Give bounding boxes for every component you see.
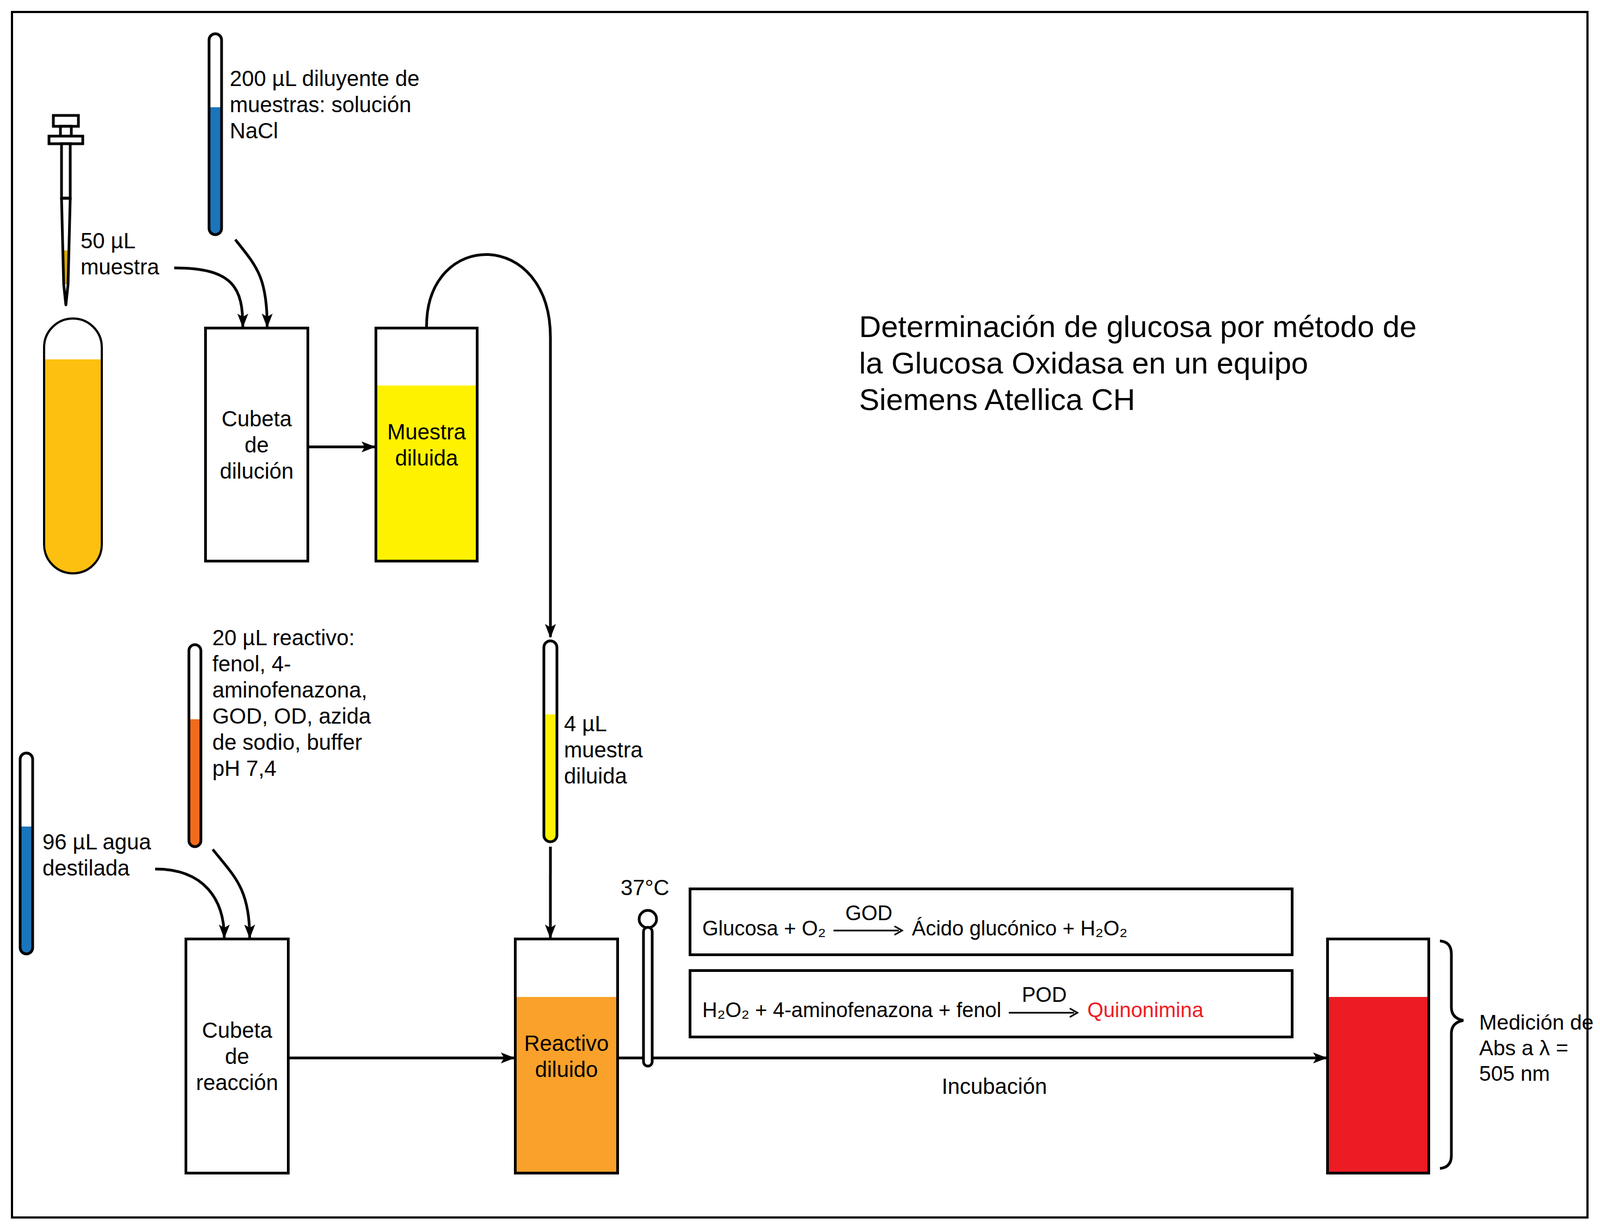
arrow-shaft (833, 926, 903, 935)
reactants: Glucosa + O₂ (702, 916, 826, 942)
diagram-title: Determinación de glucosa por método de l… (859, 308, 1426, 419)
liquid (1328, 996, 1428, 1172)
node-label: 96 µL agua destilada (42, 828, 156, 881)
products: Quinonimina (1087, 997, 1204, 1023)
enzyme-arrow: GOD (833, 902, 905, 938)
enzyme-name: GOD (845, 902, 893, 925)
bracket (1439, 940, 1464, 1169)
reaction-row: H₂O₂ + 4-aminofenazona + fenol POD Quinoni… (702, 984, 1204, 1023)
reaction-row: Glucosa + O₂ GOD Ácido glucónico + H₂O₂ (702, 902, 1128, 942)
reaction-cuvette: Cubeta de reacción (184, 937, 290, 1175)
enzyme-name: POD (1021, 984, 1067, 1007)
connector-arrow (548, 846, 552, 938)
text-holder: 20 µL reactivo: fenol, 4-aminofenazona, … (212, 620, 395, 782)
measurement-cuvette: Medición de Abs a λ = 505 nm (1326, 937, 1431, 1175)
text-holder: 4 µL muestra diluida (564, 636, 680, 789)
reaction-arrow (833, 923, 905, 937)
temperature-label: 37°C (620, 874, 670, 901)
node-label: Cubeta de dilución (210, 405, 304, 484)
text-holder: 96 µL agua destilada (42, 828, 156, 881)
node-label: 200 µL diluyente de muestras: solución N… (229, 65, 432, 144)
products: Ácido glucónico + H₂O₂ (911, 916, 1128, 942)
text-holder: Cubeta de reacción (191, 1016, 284, 1096)
frame (11, 11, 1588, 1218)
tube-node: 4 µL muestra diluida (538, 636, 681, 847)
diluted-sample-tube (543, 640, 557, 842)
node-label: Reactivo diluido (520, 1030, 613, 1083)
connector-arrow (174, 267, 243, 327)
sample-tube (44, 318, 102, 574)
text-holder: Reactivo diluido (520, 1030, 613, 1083)
text-holder: Cubeta de dilución (210, 405, 304, 484)
water-tube (20, 752, 33, 954)
volume-label: 50 µL muestra (80, 227, 175, 283)
connector-arrow (289, 1056, 514, 1059)
connector-arrow (155, 868, 225, 938)
liquid (377, 385, 476, 560)
tube-node: 20 µL reactivo: fenol, 4-aminofenazona, … (185, 620, 395, 850)
connector-arrow (618, 1056, 1327, 1059)
reactants: H₂O₂ + 4-aminofenazona + fenol (702, 997, 1002, 1023)
reaction-box: H₂O₂ + 4-aminofenazona + fenol POD Quinoni… (688, 969, 1294, 1039)
measurement-label: Medición de Abs a λ = 505 nm (1479, 1009, 1595, 1087)
node-label: Cubeta de reacción (191, 1016, 284, 1096)
tube-node: 200 µL diluyente de muestras: solución N… (205, 29, 435, 240)
diluent-tube (209, 33, 222, 235)
diluted-sample-cuvette: Muestra diluida (374, 326, 479, 563)
volume-label: 96 µL agua destilada (42, 828, 156, 884)
node-label: 20 µL reactivo: fenol, 4-aminofenazona, … (212, 624, 395, 782)
node-label: Muestra diluida (380, 418, 474, 471)
pipette (48, 115, 83, 305)
enzyme-arrow: POD (1008, 984, 1080, 1020)
text-holder: 200 µL diluyente de muestras: solución N… (229, 29, 432, 144)
edge-label: Incubación (938, 1073, 1051, 1100)
diluted-reagent-cuvette: Reactivo diluido (513, 937, 619, 1175)
reaction-arrow (1008, 1006, 1080, 1020)
text-holder: 50 µL muestra (80, 227, 175, 280)
connector-arrow (309, 445, 375, 449)
dilution-cuvette: Cubeta de dilución (204, 326, 310, 563)
node-label: 50 µL muestra (80, 227, 175, 280)
node-label: 4 µL muestra diluida (564, 710, 680, 789)
text-holder: Muestra diluida (380, 418, 474, 471)
connector-arrow (212, 849, 250, 938)
reaction-box: Glucosa + O₂ GOD Ácido glucónico + H₂O₂ (688, 887, 1294, 956)
liquid (516, 996, 617, 1172)
reagent-tube (188, 644, 201, 847)
arrow-shaft (1008, 1008, 1078, 1017)
connector-arrow (235, 239, 268, 327)
